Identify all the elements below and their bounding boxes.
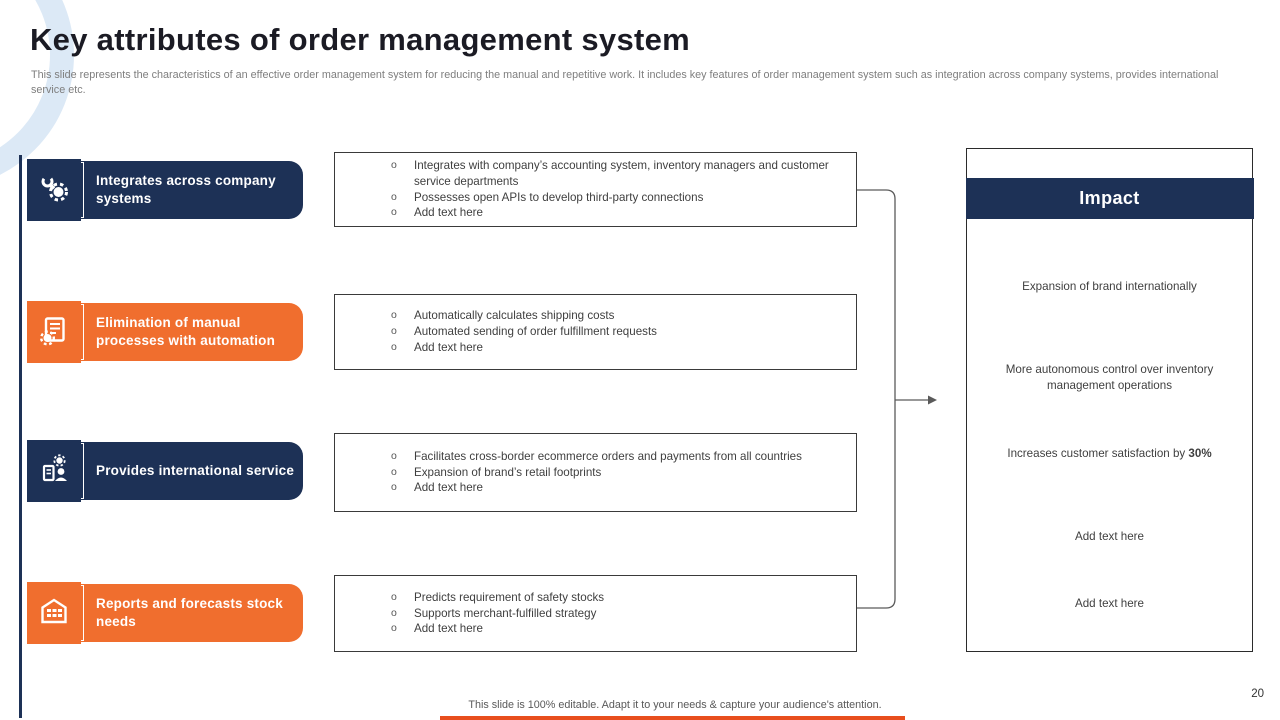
list-item-text: Supports merchant-fulfilled strategy [414, 606, 597, 620]
attribute-icon-tile [27, 301, 81, 363]
impact-item: Add text here [1075, 530, 1144, 543]
list-item-text: Expansion of brand’s retail footprints [414, 465, 602, 479]
list-item-text: Add text here [414, 481, 483, 495]
circle-bullet-icon: o [391, 449, 397, 462]
list-item-text: Facilitates cross-border ecommerce order… [414, 449, 802, 463]
circle-bullet-icon: o [391, 206, 397, 219]
warehouse-icon [38, 595, 70, 632]
international-service-icon [38, 453, 70, 490]
list-item-text: Automatically calculates shipping costs [414, 309, 615, 323]
circle-bullet-icon: o [391, 340, 397, 353]
bottom-accent-bar [440, 716, 905, 720]
document-gear-icon [38, 314, 70, 351]
list-item: o Add text here [391, 340, 838, 356]
feature-points-box: o Facilitates cross-border ecommerce orde… [334, 433, 857, 512]
attribute-row: Provides international service [0, 439, 310, 502]
circle-bullet-icon: o [391, 481, 397, 494]
list-item-text: Possesses open APIs to develop third-par… [414, 190, 704, 204]
attribute-row: Integrates across company systems [0, 158, 310, 221]
list-item-text: Add text here [414, 340, 483, 354]
attribute-label: Reports and forecasts stock needs [96, 596, 283, 629]
list-item-text: Predicts requirement of safety stocks [414, 590, 605, 604]
left-accent-line [19, 155, 22, 718]
attribute-label: Elimination of manual processes with aut… [96, 315, 276, 348]
attribute-label: Provides international service [96, 463, 295, 479]
list-item: o Add text here [391, 480, 838, 496]
list-item: o Integrates with company’s accounting sy… [391, 158, 838, 190]
circle-bullet-icon: o [391, 465, 397, 478]
connector-bracket [857, 189, 937, 609]
list-item: o Expansion of brand’s retail footprints [391, 465, 838, 481]
wrench-gear-icon [38, 172, 70, 209]
page-title: Key attributes of order management syste… [30, 22, 691, 57]
list-item: o Add text here [391, 205, 838, 221]
list-item: o Possesses open APIs to develop third-pa… [391, 190, 838, 206]
impact-panel: Impact Expansion of brand internationall… [965, 148, 1254, 652]
circle-bullet-icon: o [391, 590, 397, 603]
attribute-icon-tile [27, 582, 81, 644]
arrow-right-icon [928, 395, 937, 405]
list-item: o Add text here [391, 621, 838, 637]
footer-note: This slide is 100% editable. Adapt it to… [468, 699, 882, 711]
attribute-row: Elimination of manual processes with aut… [0, 300, 310, 363]
impact-item: Expansion of brand internationally [1022, 280, 1197, 293]
circle-bullet-icon: o [391, 622, 397, 635]
list-item-text: Add text here [414, 206, 483, 220]
feature-points-box: o Integrates with company’s accounting sy… [334, 152, 857, 227]
feature-points-box: o Automatically calculates shipping costs… [334, 294, 857, 370]
list-item: o Facilitates cross-border ecommerce orde… [391, 449, 838, 465]
circle-bullet-icon: o [391, 190, 397, 203]
attribute-row: Reports and forecasts stock needs [0, 581, 310, 644]
list-item: o Automatically calculates shipping costs [391, 308, 838, 324]
circle-bullet-icon: o [391, 309, 397, 322]
impact-header: Impact [965, 178, 1254, 219]
impact-item: Add text here [1075, 597, 1144, 610]
list-item-text: Automated sending of order fulfillment r… [414, 325, 657, 338]
attribute-label: Integrates across company systems [96, 173, 276, 206]
impact-item: Increases customer satisfaction by 30% [1007, 447, 1212, 460]
list-item: o Predicts requirement of safety stocks [391, 590, 838, 606]
attribute-icon-tile [27, 159, 81, 221]
list-item-text: Add text here [414, 622, 483, 636]
list-item: o Automated sending of order fulfillment … [391, 324, 838, 340]
circle-bullet-icon: o [391, 158, 397, 171]
slide-subtitle: This slide represents the characteristic… [31, 69, 1219, 97]
page-number: 20 [1251, 688, 1264, 700]
circle-bullet-icon: o [391, 606, 397, 619]
circle-bullet-icon: o [391, 325, 397, 337]
attribute-icon-tile [27, 440, 81, 502]
impact-item: More autonomous control over inventory m… [1005, 363, 1214, 393]
list-item: o Supports merchant-fulfilled strategy [391, 606, 838, 622]
list-item-text: Integrates with company’s accounting sys… [414, 158, 829, 188]
